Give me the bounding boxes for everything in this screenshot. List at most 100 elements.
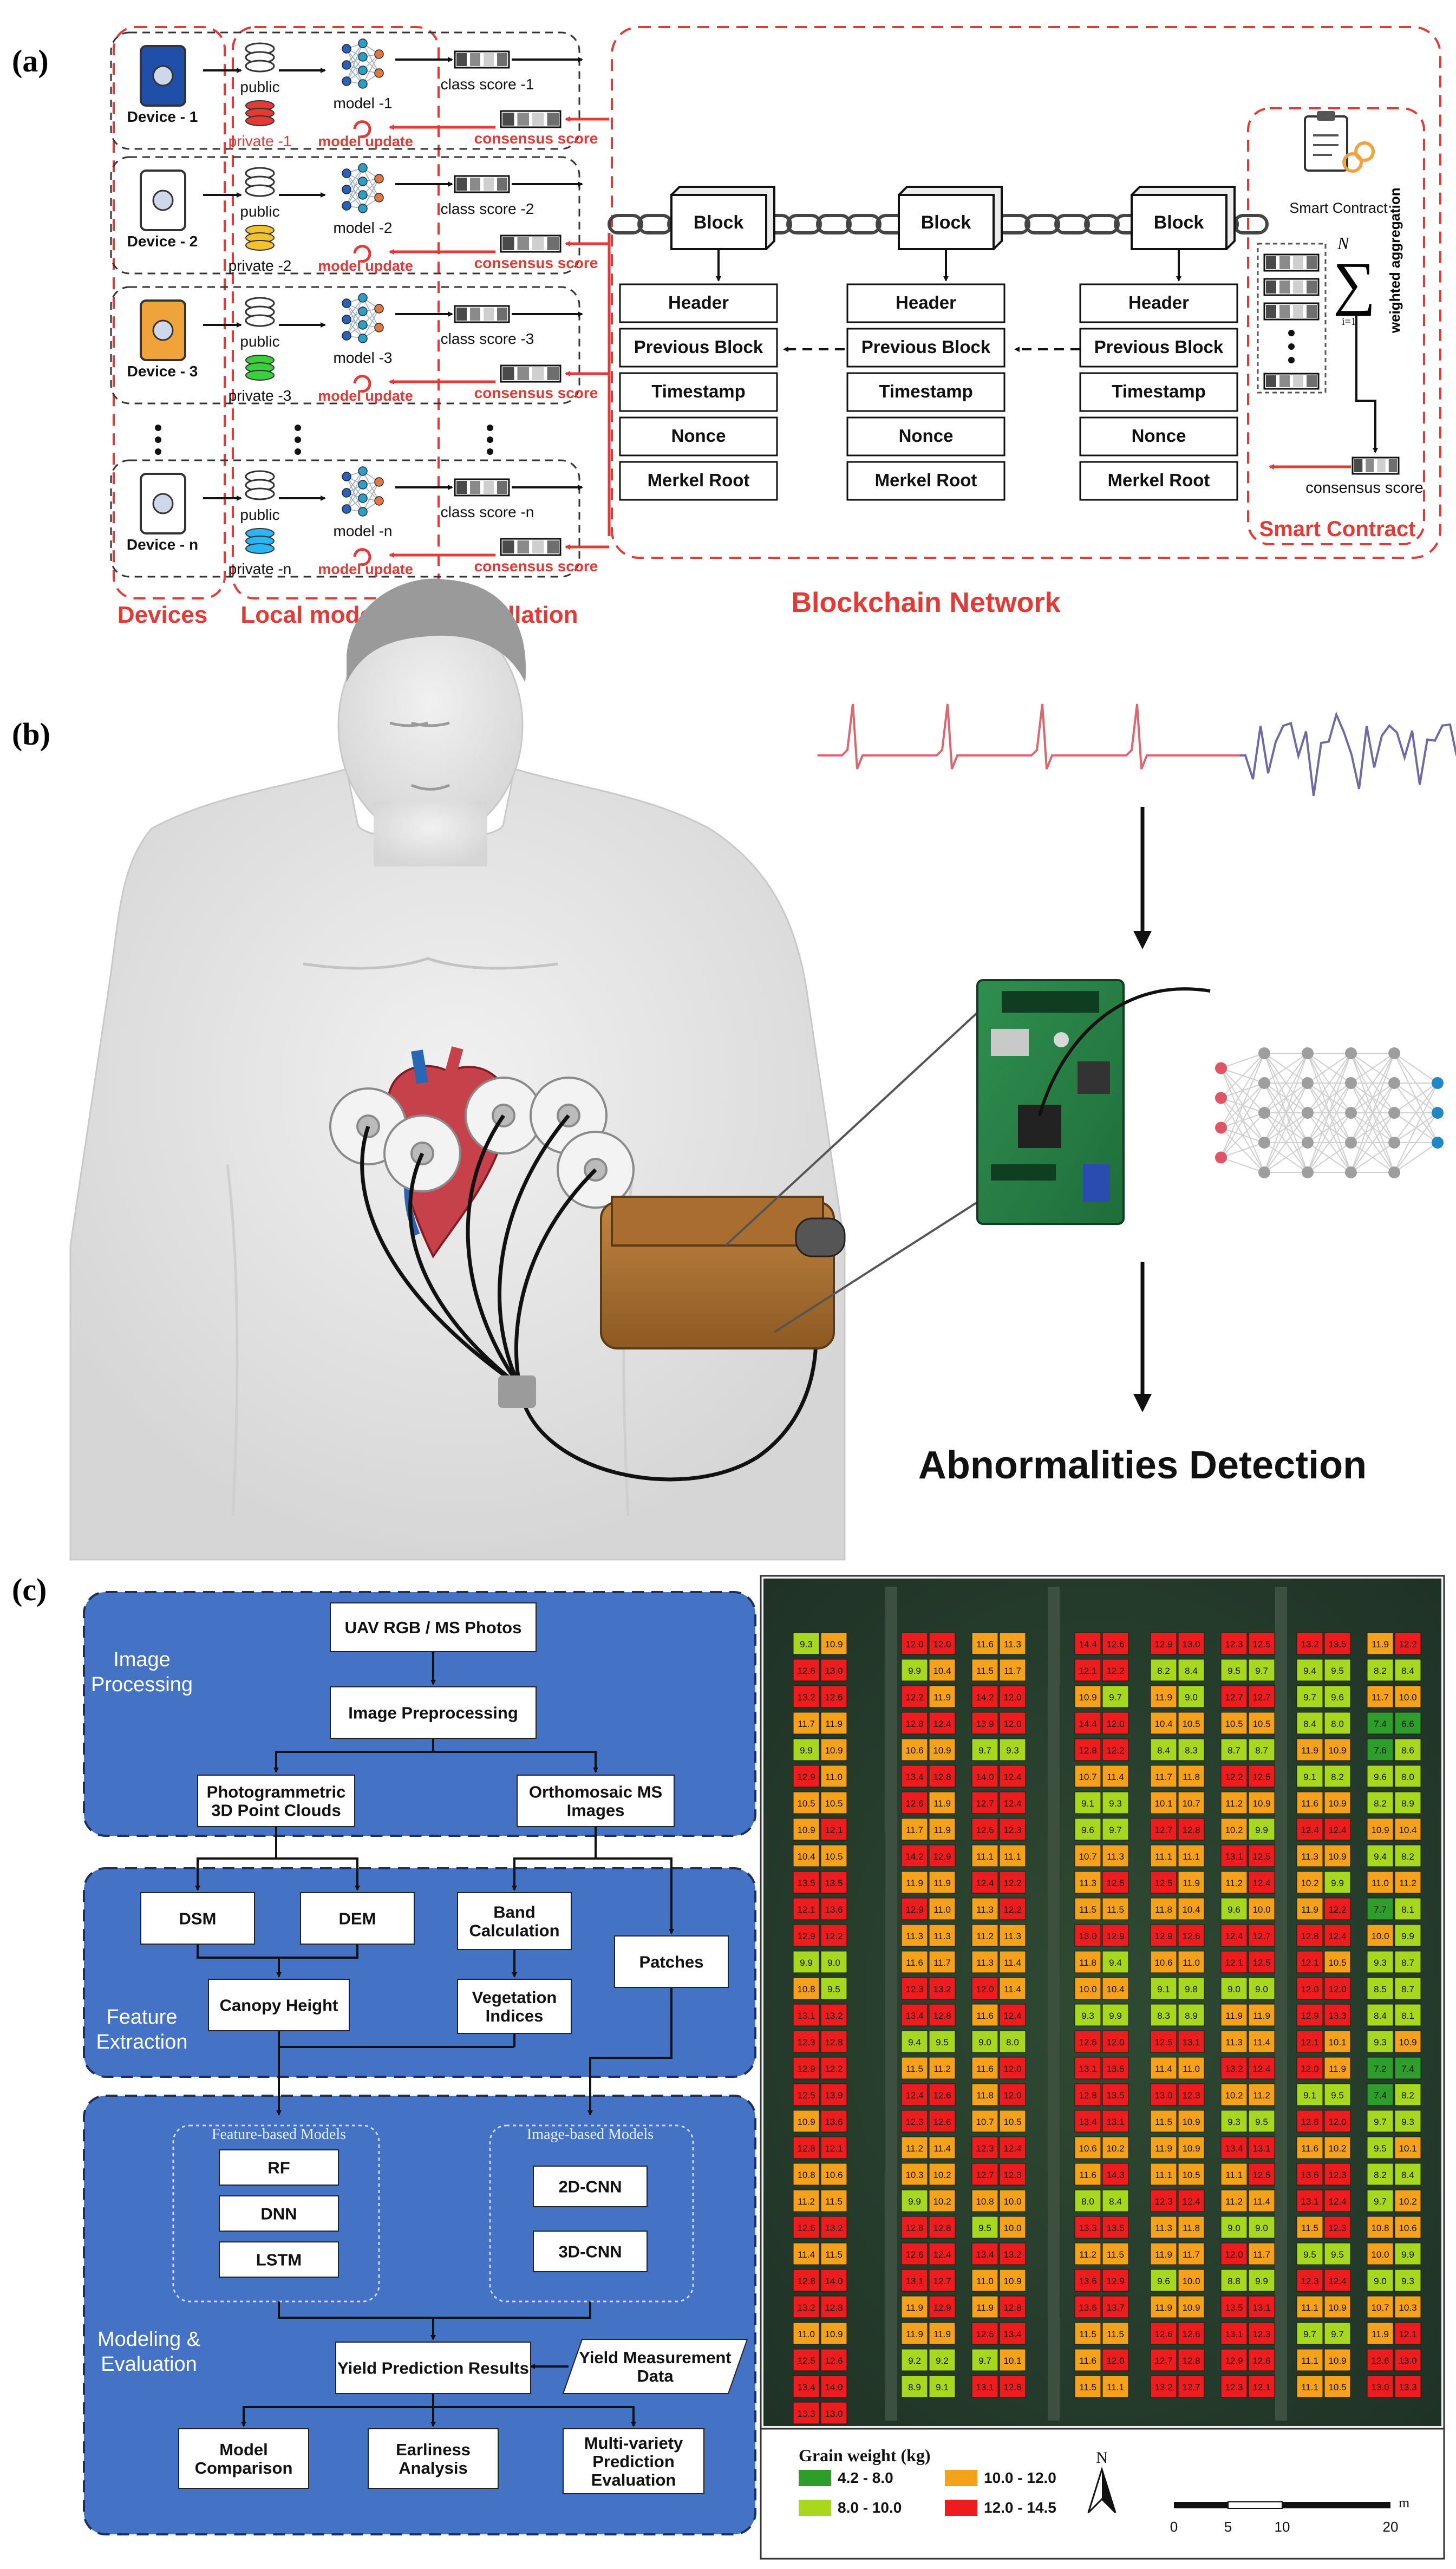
plot-cell [901,2189,928,2212]
plot-cell [1394,1951,1421,1973]
plot-cell [1178,2030,1205,2053]
plot-cell [1394,1738,1421,1761]
class-score-label: class score -1 [441,76,534,93]
block-field-label: Header [1128,292,1189,312]
plot-value: 9.0 [1185,1692,1198,1703]
block-label: Block [1154,212,1204,233]
plot-value: 12.6 [797,2223,815,2233]
plot-value: 10.9 [1252,1798,1270,1809]
plot-cell [1296,1765,1323,1788]
plot-cell [971,1871,998,1894]
consensus-score-bar [500,538,561,556]
flow-box-label-vegetation-line: Indices [486,2006,544,2025]
plot-cell [1248,2216,1275,2239]
nn-edge [1394,1083,1438,1113]
devices-column-label: Devices [117,602,207,628]
plot-value: 13.1 [1252,2303,1270,2313]
plot-cell [820,2163,847,2186]
plot-value: 11.9 [906,2303,923,2313]
nn-edge [1264,1083,1308,1173]
plot-cell [820,2242,847,2265]
plot-value: 10.2 [1225,2090,1243,2101]
plot-cell [1150,1844,1177,1867]
plot-value: 13.6 [825,1905,843,1915]
plot-cell [1102,1685,1129,1708]
plot-cell [1367,2269,1394,2292]
stacked-score-bar-cell [1266,375,1276,387]
plot-value: 11.4 [1107,1772,1124,1782]
plot-cell [793,2110,820,2133]
plot-value: 12.2 [1399,1639,1416,1649]
plot-value: 12.8 [797,2143,815,2154]
plot-cell [1324,2216,1351,2239]
class-score-bar-cell [484,308,494,321]
flow-box-photogrammetric [197,1775,355,1827]
plot-cell [1324,1685,1351,1708]
plot-value: 12.7 [976,1798,994,1809]
plot-value: 12.8 [933,2011,951,2021]
class-score-bar-cell [456,308,467,321]
class-score-bar-cell [470,308,480,321]
plot-value: 11.2 [798,2196,815,2207]
plot-cell [1367,2322,1394,2345]
nn-node [1345,1137,1357,1149]
ellipsis-dots [155,425,493,455]
stacked-score-bar-cell [1307,256,1317,269]
plot-value: 12.4 [1328,1825,1346,1835]
plot-value: 12.6 [905,1798,923,1809]
scale-tick: 0 [1170,2519,1178,2535]
class-score-bar [454,305,510,323]
plot-cell [971,2110,998,2133]
plot-value: 12.0 [1106,2356,1124,2366]
model-edge [346,43,363,82]
ecg-signal [818,703,1456,796]
plot-cell [1220,1977,1248,2000]
plot-value: 12.6 [976,1825,994,1835]
plot-cell [901,1632,928,1655]
plot-value: 11.6 [1301,1798,1318,1809]
plot-value: 10.5 [1252,1719,1270,1729]
flow-box-label-multivariety-line: Evaluation [591,2470,676,2489]
plot-cell [971,1632,998,1655]
plot-value: 12.9 [933,1851,951,1862]
device-icon [140,473,186,534]
consensus-score-bar [500,110,561,128]
block-field-box [846,283,1006,323]
plot-value: 13.9 [976,1719,994,1729]
plot-value: 12.9 [1106,1931,1124,1941]
plot-cell [1178,1951,1205,1973]
plot-value: 11.0 [1183,2064,1200,2074]
plot-cell [793,2296,820,2318]
legend-swatch [799,2500,831,2516]
plot-cell [929,1898,956,1920]
plot-value: 13.1 [1225,1851,1243,1862]
plot-value: 11.9 [1372,2329,1389,2339]
block-field-box [1079,461,1238,501]
plot-value: 12.6 [797,1666,815,1676]
class-score-bar-cell [456,481,467,494]
plot-cell [1394,1818,1421,1841]
plot-value: 11.9 [1155,2143,1172,2154]
plot-value: 11.8 [1183,1772,1200,1782]
plot-cell [1102,2349,1129,2371]
plot-cell [999,1898,1026,1920]
plot-cell [999,2057,1026,2079]
plot-cell [1178,1898,1205,1920]
plot-cell [971,2375,998,2398]
model-edge [346,311,363,336]
model-node [358,190,368,200]
plot-value: 12.2 [1225,1772,1243,1782]
nn-edge [1220,1053,1265,1158]
plot-cell [1248,2322,1275,2345]
panel-label-c: (c) [12,1572,47,1607]
